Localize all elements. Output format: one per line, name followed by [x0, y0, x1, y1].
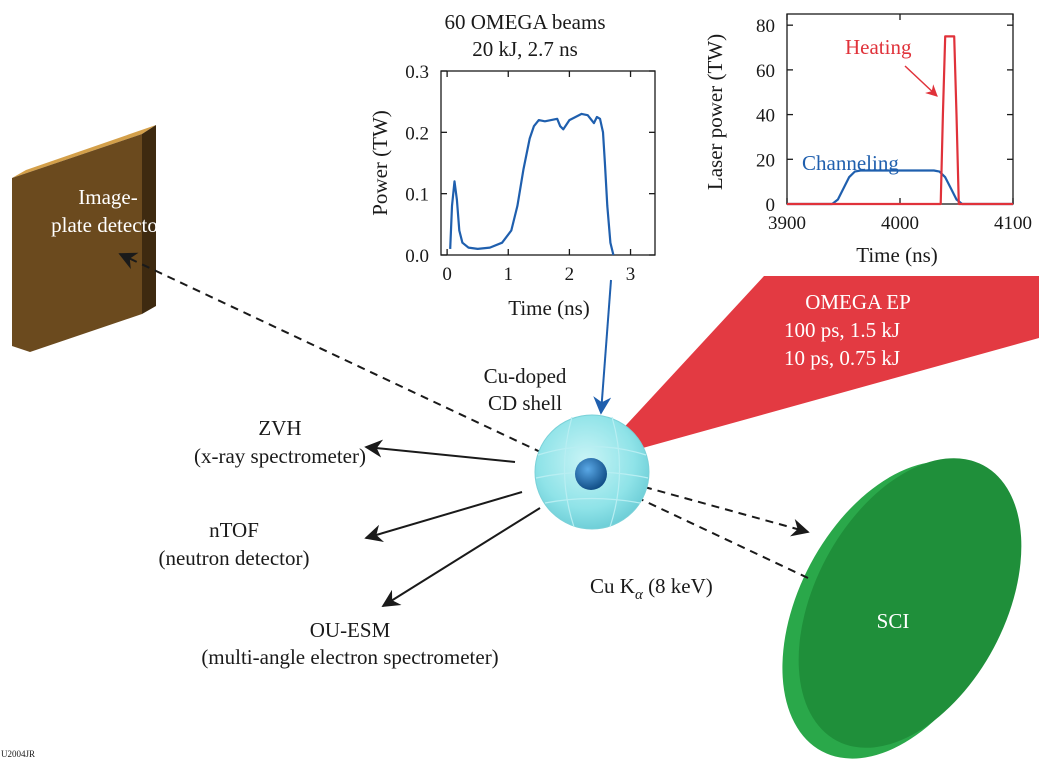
chart2-xtick-label: 4100	[994, 213, 1032, 234]
energy-text: (8 keV)	[643, 574, 713, 598]
chart2-series-channeling-line	[787, 169, 1013, 206]
zvh-description: (x-ray spectrometer)	[194, 444, 366, 468]
zvh-label: ZVH	[258, 416, 301, 440]
chart2-series-heating-line	[787, 35, 1013, 206]
chart1-title-line1: 60 OMEGA beams	[445, 10, 606, 34]
chart2-xlabel: Time (ns)	[856, 243, 938, 267]
chart2-ytick-label: 20	[756, 150, 775, 171]
chart1-xtick-label: 2	[565, 264, 575, 285]
chart1-xtick-label: 1	[504, 264, 514, 285]
omega-ep-line1: 100 ps, 1.5 kJ	[784, 318, 900, 342]
chart1-series-power-line	[449, 112, 615, 256]
chart1-ytick-label: 0.3	[405, 62, 429, 83]
dashed-line-to-sci	[589, 471, 810, 537]
arrow-to-zvh	[364, 439, 516, 463]
arrow-to-ntof	[364, 491, 523, 543]
image-plate-detector	[12, 125, 156, 352]
ntof-label: nTOF	[209, 518, 259, 542]
figure-code: U2004JR	[1, 749, 35, 759]
chart2-ytick-label: 80	[756, 16, 775, 37]
dashed-line-to-image-plate	[118, 252, 809, 579]
sci-detector	[782, 458, 1022, 759]
chart2-ytick-label: 40	[756, 106, 775, 127]
alpha-subscript: α	[635, 587, 644, 603]
chart1-ytick-label: 0.1	[405, 185, 429, 206]
chart2-xtick-label: 3900	[768, 213, 806, 234]
chart1-ytick-label: 0.2	[405, 123, 429, 144]
ou-esm-description: (multi-angle electron spectrometer)	[201, 645, 498, 669]
chart1-xtick-label: 3	[626, 264, 636, 285]
ntof-description: (neutron detector)	[158, 546, 309, 570]
image-plate-label-line1: Image-	[78, 185, 137, 209]
image-plate-label-line2: plate detector	[51, 213, 165, 237]
target-label-line1: Cu-doped	[484, 364, 567, 388]
chart1-ylabel: Power (TW)	[368, 110, 392, 216]
cu-k-alpha-label: Cu Kα (8 keV)	[590, 574, 713, 603]
heating-pointer-arrow	[904, 65, 938, 97]
chart2-ytick-label: 60	[756, 61, 775, 82]
chart2-xtick-label: 4000	[881, 213, 919, 234]
omega-ep-line2: 10 ps, 0.75 kJ	[784, 346, 900, 370]
omega-ep-laser-beam	[592, 276, 1039, 462]
target-label-line2: CD shell	[488, 391, 562, 415]
chart1-xtick-label: 0	[442, 264, 452, 285]
chart2-ylabel: Laser power (TW)	[703, 34, 727, 190]
chart2-ytick-label: 0	[766, 195, 776, 216]
chart1-xlabel: Time (ns)	[508, 296, 590, 320]
cu-doped-cd-shell-target	[534, 414, 650, 530]
legend-heating: Heating	[845, 35, 912, 59]
omega-beams-pulse-chart: 60 OMEGA beams 20 kJ, 2.7 ns Time (ns) P…	[368, 10, 656, 320]
ou-esm-label: OU-ESM	[310, 618, 391, 642]
chart1-title-line2: 20 kJ, 2.7 ns	[472, 37, 578, 61]
omega-ep-title: OMEGA EP	[805, 290, 911, 314]
beam-arrow-to-target	[593, 279, 612, 415]
laser-power-chart: Time (ns) Laser power (TW) Channeling He…	[703, 13, 1032, 267]
sci-label: SCI	[877, 609, 910, 633]
chart1-ytick-label: 0.0	[405, 246, 429, 267]
cu-k-text: Cu K	[590, 574, 635, 598]
chart1-frame	[440, 70, 656, 256]
arrow-to-ou-esm	[381, 507, 541, 607]
